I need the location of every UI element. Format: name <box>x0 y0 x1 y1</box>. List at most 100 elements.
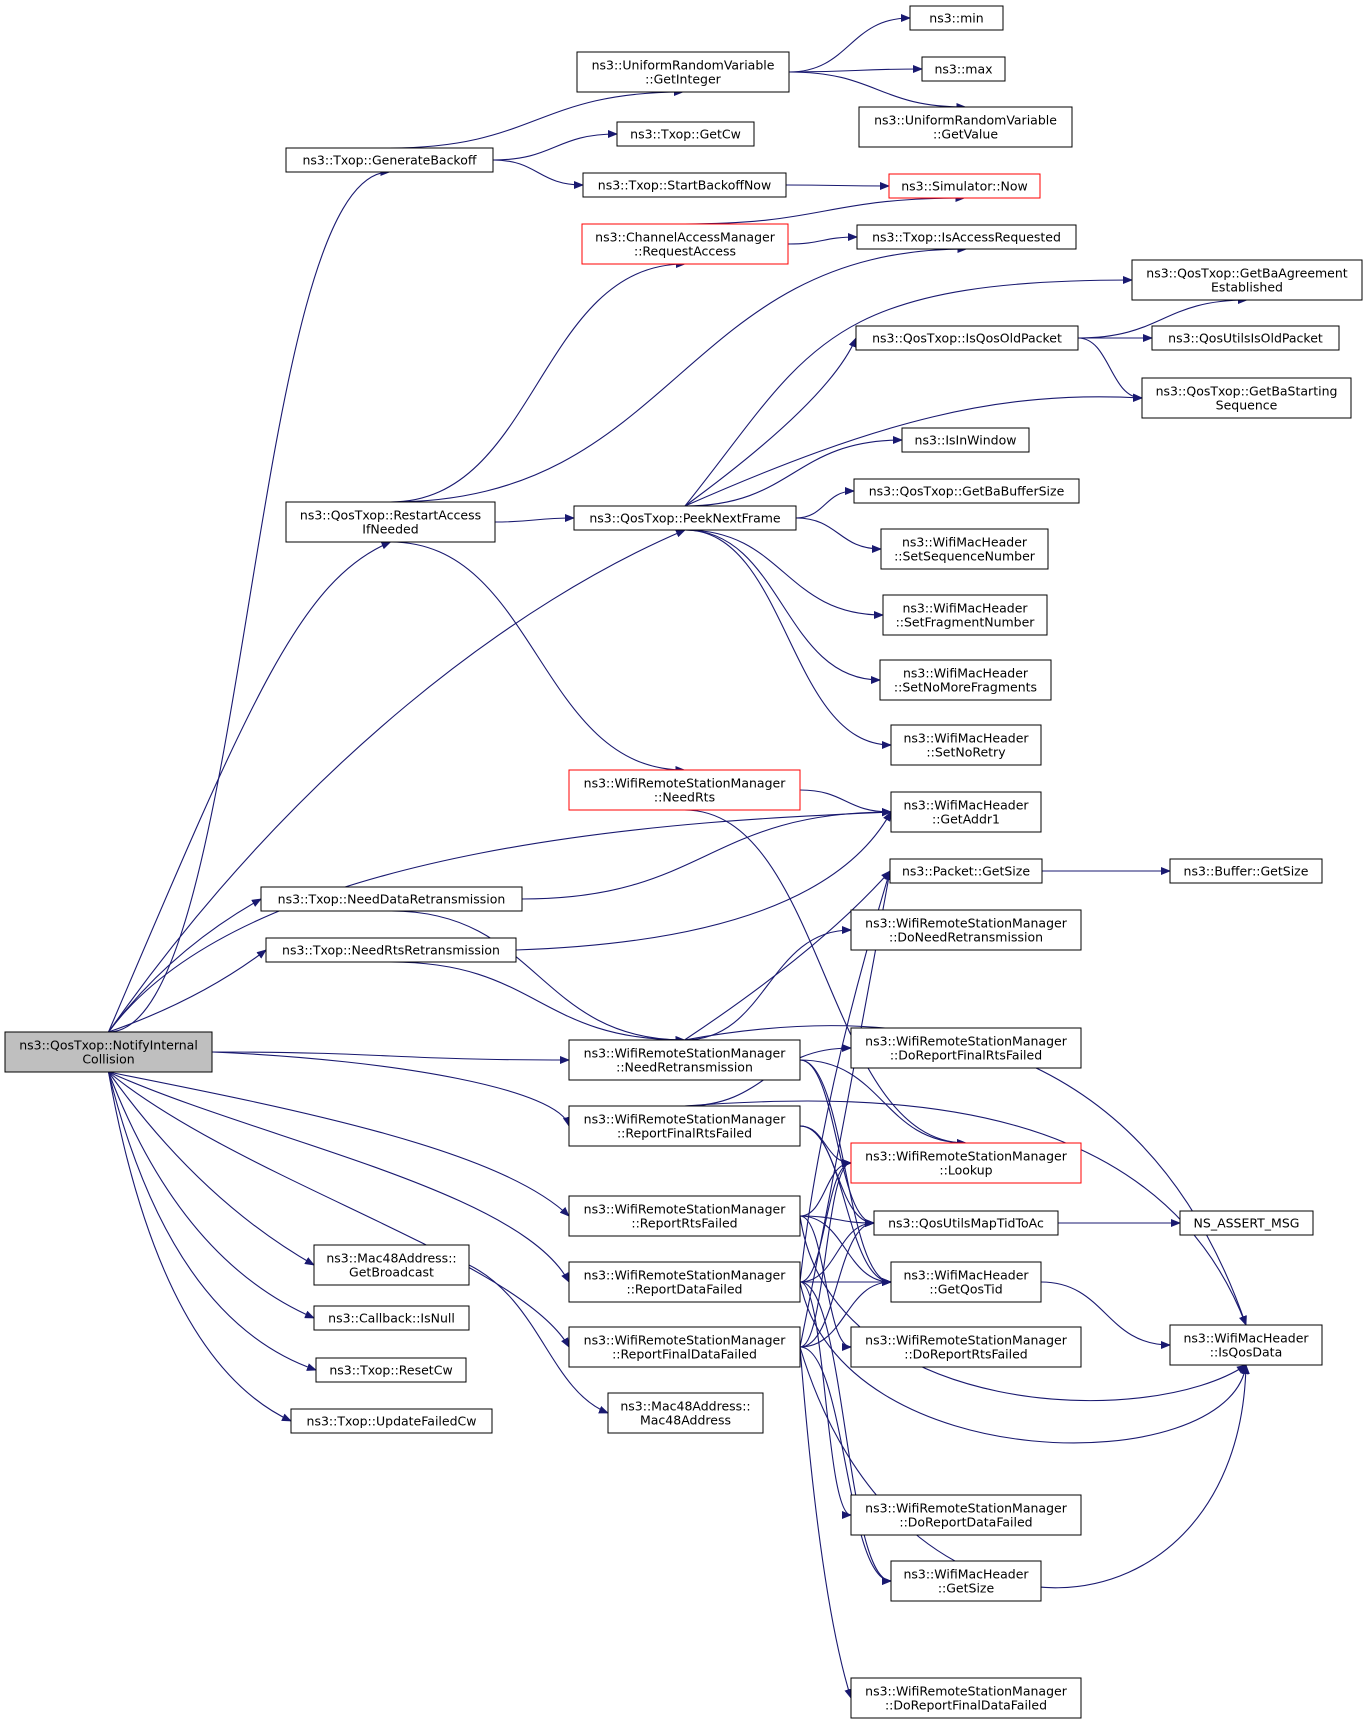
node-qosUtilsIsOld[interactable]: ns3::QosUtilsIsOldPacket <box>1151 325 1340 351</box>
node-isInWindow[interactable]: ns3::IsInWindow <box>901 427 1030 453</box>
edge-root-to-restartAccess <box>107 541 392 1033</box>
node-repRts[interactable]: ns3::WifiRemoteStationManager::ReportRts… <box>568 1195 801 1237</box>
node-needRtsRetx[interactable]: ns3::Txop::NeedRtsRetransmission <box>265 937 517 963</box>
node-isAccessRequested[interactable]: ns3::Txop::IsAccessRequested <box>856 224 1077 250</box>
node-label: ns3::UniformRandomVariable <box>592 58 775 73</box>
node-isQosOldPacket[interactable]: ns3::QosTxop::IsQosOldPacket <box>855 325 1079 351</box>
node-label: ns3::Txop::UpdateFailedCw <box>307 1414 477 1429</box>
node-box <box>1151 325 1340 351</box>
node-repFinalRts[interactable]: ns3::WifiRemoteStationManager::ReportFin… <box>568 1105 801 1147</box>
node-isQosData[interactable]: ns3::WifiMacHeader::IsQosData <box>1169 1324 1323 1366</box>
node-setNoRetry[interactable]: ns3::WifiMacHeader::SetNoRetry <box>890 724 1042 766</box>
node-mapTid[interactable]: ns3::QosUtilsMapTidToAc <box>873 1210 1059 1236</box>
node-startBackoff[interactable]: ns3::Txop::StartBackoffNow <box>582 172 787 198</box>
edge-repFinalData-to-lookup <box>799 1159 852 1348</box>
node-getValue[interactable]: ns3::UniformRandomVariable::GetValue <box>858 106 1073 148</box>
node-getQosTid[interactable]: ns3::WifiMacHeader::GetQosTid <box>890 1261 1042 1303</box>
node-updateFailedCw[interactable]: ns3::Txop::UpdateFailedCw <box>290 1408 493 1434</box>
node-box <box>568 1039 801 1081</box>
node-label: ::SetSequenceNumber <box>894 549 1036 564</box>
node-genBackoff[interactable]: ns3::Txop::GenerateBackoff <box>285 147 494 173</box>
edge-peekNext-to-getBaStarting <box>684 393 1143 507</box>
node-box <box>568 1261 801 1303</box>
node-needRts[interactable]: ns3::WifiRemoteStationManager::NeedRts <box>568 769 801 811</box>
node-isNull[interactable]: ns3::Callback::IsNull <box>313 1305 470 1331</box>
edge-root-to-needRtsRetx <box>108 949 267 1033</box>
node-label: ns3::UniformRandomVariable <box>874 113 1057 128</box>
edge-repFinalRts-to-lookup <box>799 1125 852 1167</box>
edge-repRts-to-isQosData <box>799 1215 1247 1402</box>
node-hdrGetSize[interactable]: ns3::WifiMacHeader::GetSize <box>890 1560 1042 1602</box>
node-label: ns3::Txop::NeedRtsRetransmission <box>282 943 500 958</box>
node-label: ::GetAddr1 <box>932 812 1000 827</box>
node-label: ns3::QosTxop::NotifyInternal <box>19 1038 198 1053</box>
node-box <box>909 5 1004 31</box>
node-box <box>882 594 1048 636</box>
edge-peekNext-to-getBaBuffer <box>795 487 855 519</box>
node-bufGetSize[interactable]: ns3::Buffer::GetSize <box>1169 858 1323 884</box>
node-label: ::IsQosData <box>1210 1345 1282 1360</box>
node-getAddr1[interactable]: ns3::WifiMacHeader::GetAddr1 <box>890 791 1042 833</box>
node-box <box>1179 1210 1314 1236</box>
node-max[interactable]: ns3::max <box>921 56 1006 82</box>
node-resetCw[interactable]: ns3::Txop::ResetCw <box>315 1357 467 1383</box>
node-label: ::RequestAccess <box>634 244 736 259</box>
node-label: ns3::QosUtilsIsOldPacket <box>1168 331 1323 346</box>
edge-restartAccess-to-isAccessRequested <box>390 245 968 503</box>
edge-repFinalData-to-doRepFinalData <box>799 1346 853 1699</box>
node-doRepFinalData[interactable]: ns3::WifiRemoteStationManager::DoReportF… <box>850 1677 1082 1719</box>
edge-getInteger-to-getValue <box>788 71 967 111</box>
node-setFrag[interactable]: ns3::WifiMacHeader::SetFragmentNumber <box>882 594 1048 636</box>
node-doRepData[interactable]: ns3::WifiRemoteStationManager::DoReportD… <box>850 1494 1082 1536</box>
node-assert[interactable]: NS_ASSERT_MSG <box>1179 1210 1314 1236</box>
node-repFinalData[interactable]: ns3::WifiRemoteStationManager::ReportFin… <box>568 1326 801 1368</box>
node-box <box>850 1326 1082 1368</box>
edge-root-to-genBackoff <box>108 168 391 1033</box>
node-repData[interactable]: ns3::WifiRemoteStationManager::ReportDat… <box>568 1261 801 1303</box>
node-simNow[interactable]: ns3::Simulator::Now <box>888 173 1041 199</box>
node-label: ns3::WifiMacHeader <box>902 535 1028 550</box>
edge-needRts-to-lookup <box>684 809 967 1147</box>
node-label: ns3::min <box>929 11 983 26</box>
node-box <box>576 51 790 93</box>
edge-repFinalRts-to-isQosData <box>684 1100 1247 1326</box>
node-setNoMore[interactable]: ns3::WifiMacHeader::SetNoMoreFragments <box>879 659 1052 701</box>
node-label: ns3::WifiRemoteStationManager <box>584 1112 787 1127</box>
node-needDataRetx[interactable]: ns3::Txop::NeedDataRetransmission <box>260 886 523 912</box>
node-label: ns3::WifiMacHeader <box>903 731 1029 746</box>
edge-peekNext-to-setNoRetry <box>684 529 892 749</box>
node-getBroadcast[interactable]: ns3::Mac48Address::GetBroadcast <box>313 1244 470 1286</box>
edge-root-to-getBroadcast <box>108 1071 315 1266</box>
node-box <box>573 505 797 531</box>
node-getInteger[interactable]: ns3::UniformRandomVariable::GetInteger <box>576 51 790 93</box>
edge-repData-to-mapTid <box>799 1219 875 1283</box>
node-pktGetSize[interactable]: ns3::Packet::GetSize <box>889 858 1043 884</box>
node-label: ns3::Txop::GenerateBackoff <box>302 153 476 168</box>
node-setSeq[interactable]: ns3::WifiMacHeader::SetSequenceNumber <box>880 528 1049 570</box>
node-label: GetBroadcast <box>349 1265 434 1280</box>
node-getCw[interactable]: ns3::Txop::GetCw <box>616 121 755 147</box>
node-lookup[interactable]: ns3::WifiRemoteStationManager::Lookup <box>850 1142 1082 1184</box>
node-label: IfNeeded <box>362 522 418 537</box>
node-label: ns3::QosTxop::RestartAccess <box>300 508 481 523</box>
node-box <box>285 501 496 543</box>
node-getBaBuffer[interactable]: ns3::QosTxop::GetBaBufferSize <box>853 478 1080 504</box>
node-label: ns3::WifiRemoteStationManager <box>865 1149 1068 1164</box>
node-peekNext[interactable]: ns3::QosTxop::PeekNextFrame <box>573 505 797 531</box>
edge-root-to-repFinalData <box>108 1071 570 1348</box>
node-label: Established <box>1211 280 1283 295</box>
node-needRetx[interactable]: ns3::WifiRemoteStationManager::NeedRetra… <box>568 1039 801 1081</box>
edge-getQosTid-to-isQosData <box>1040 1281 1171 1349</box>
node-doRepFinalRts[interactable]: ns3::WifiRemoteStationManager::DoReportF… <box>850 1027 1082 1069</box>
node-mac48[interactable]: ns3::Mac48Address::Mac48Address <box>607 1392 764 1434</box>
node-doRepRts[interactable]: ns3::WifiRemoteStationManager::DoReportR… <box>850 1326 1082 1368</box>
node-doNeedRetx[interactable]: ns3::WifiRemoteStationManager::DoNeedRet… <box>850 909 1082 951</box>
node-requestAccess[interactable]: ns3::ChannelAccessManager::RequestAccess <box>581 223 789 265</box>
node-min[interactable]: ns3::min <box>909 5 1004 31</box>
node-label: NS_ASSERT_MSG <box>1194 1216 1300 1231</box>
node-label: ::GetSize <box>938 1581 995 1596</box>
